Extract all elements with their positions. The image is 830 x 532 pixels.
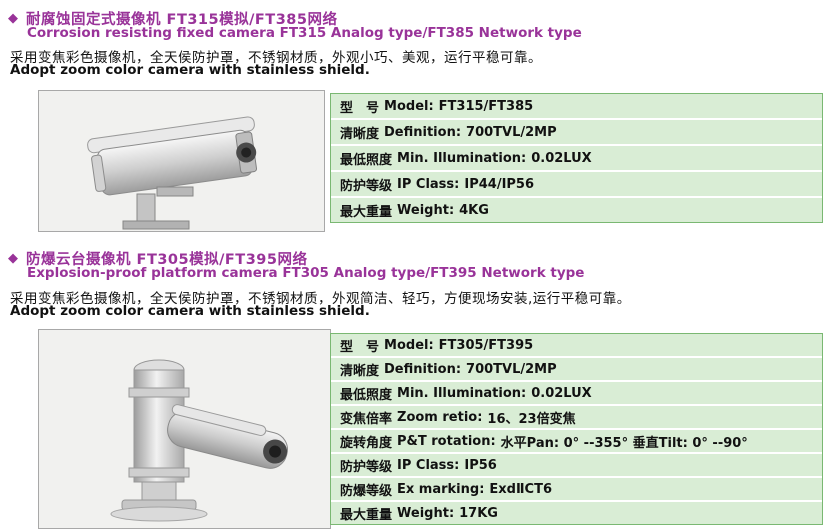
spec-label-zh: 变焦倍率 <box>340 411 393 427</box>
bullet-diamond-icon: ◆ <box>8 11 18 26</box>
spec-label-en: Ex marking: <box>397 481 485 497</box>
product1-title-line: ◆ 耐腐蚀固定式摄像机 FT315模拟/FT385网络 <box>8 8 337 29</box>
spec-label-en: Min. Illumination: <box>397 385 527 401</box>
spec-value: 16、23倍变焦 <box>487 411 576 427</box>
product1-spec-table: 型 号 Model: FT315/FT385 清晰度 Definition: 7… <box>330 93 823 223</box>
spec-label-zh: 型 号 <box>340 339 380 355</box>
spec-label-en: Zoom retio: <box>397 409 483 425</box>
spec-label-zh: 防护等级 <box>340 178 393 194</box>
spec-label-en: Weight: <box>397 505 455 521</box>
spec-label-en: Weight: <box>397 202 455 218</box>
spec-row-ip-class: 防护等级 IP Class: IP56 <box>331 454 822 476</box>
spec-value: 17KG <box>459 505 498 521</box>
spec-label-zh: 最大重量 <box>340 507 393 523</box>
fixed-camera-image <box>39 91 324 231</box>
spec-value: 4KG <box>459 202 489 218</box>
spec-value: FT315/FT385 <box>438 98 534 114</box>
product1-desc-en: Adopt zoom color camera with stainless s… <box>10 62 370 78</box>
spec-value: ExdⅡCT6 <box>489 481 552 497</box>
spec-label-zh: 旋转角度 <box>340 435 393 451</box>
spec-label-zh: 最大重量 <box>340 204 393 220</box>
spec-value: 700TVL/2MP <box>466 361 557 377</box>
spec-label-en: Model: <box>384 337 434 353</box>
spec-row-definition: 清晰度 Definition: 700TVL/2MP <box>331 120 822 144</box>
spec-label-en: Definition: <box>384 124 462 140</box>
spec-row-definition: 清晰度 Definition: 700TVL/2MP <box>331 358 822 380</box>
spec-row-weight: 最大重量 Weight: 17KG <box>331 502 822 524</box>
spec-row-illumination: 最低照度 Min. Illumination: 0.02LUX <box>331 146 822 170</box>
spec-label-en: Definition: <box>384 361 462 377</box>
spec-label-en: P&T rotation: <box>397 433 496 449</box>
spec-value: 水平Pan: 0° --355° 垂直Tilt: 0° --90° <box>500 435 748 451</box>
ptz-camera-image <box>39 330 330 528</box>
product2-photo <box>38 329 331 529</box>
product2-title-line: ◆ 防爆云台摄像机 FT305模拟/FT395网络 <box>8 248 307 269</box>
spec-label-zh: 最低照度 <box>340 152 393 168</box>
spec-label-zh: 清晰度 <box>340 126 380 142</box>
spec-row-model: 型 号 Model: FT305/FT395 <box>331 334 822 356</box>
spec-value: 0.02LUX <box>531 150 592 166</box>
product2-title-zh: 防爆云台摄像机 FT305模拟/FT395网络 <box>26 252 308 268</box>
product2-title-en: Explosion-proof platform camera FT305 An… <box>27 265 585 281</box>
spec-value: IP44/IP56 <box>464 176 535 192</box>
spec-row-zoom-ratio: 变焦倍率 Zoom retio: 16、23倍变焦 <box>331 406 822 428</box>
bullet-diamond-icon: ◆ <box>8 251 18 266</box>
product1-title-zh: 耐腐蚀固定式摄像机 FT315模拟/FT385网络 <box>26 12 338 28</box>
spec-label-zh: 清晰度 <box>340 363 380 379</box>
spec-label-zh: 最低照度 <box>340 387 393 403</box>
spec-label-en: IP Class: <box>397 176 460 192</box>
spec-label-zh: 防护等级 <box>340 459 393 475</box>
spec-row-weight: 最大重量 Weight: 4KG <box>331 198 822 222</box>
product2-desc-zh: 采用变焦彩色摄像机，全天侯防护罩，不锈钢材质，外观简洁、轻巧，方便现场安装,运行… <box>10 291 631 307</box>
spec-row-ex-marking: 防爆等级 Ex marking: ExdⅡCT6 <box>331 478 822 500</box>
spec-row-pt-rotation: 旋转角度 P&T rotation: 水平Pan: 0° --355° 垂直Ti… <box>331 430 822 452</box>
product1-title-en: Corrosion resisting fixed camera FT315 A… <box>27 25 582 41</box>
product1-photo <box>38 90 325 232</box>
spec-label-zh: 型 号 <box>340 100 380 116</box>
spec-row-ip-class: 防护等级 IP Class: IP44/IP56 <box>331 172 822 196</box>
product2-desc-en: Adopt zoom color camera with stainless s… <box>10 303 370 319</box>
spec-row-illumination: 最低照度 Min. Illumination: 0.02LUX <box>331 382 822 404</box>
spec-value: 0.02LUX <box>531 385 592 401</box>
spec-label-en: Min. Illumination: <box>397 150 527 166</box>
spec-value: FT305/FT395 <box>438 337 534 353</box>
spec-value: IP56 <box>464 457 497 473</box>
spec-value: 700TVL/2MP <box>466 124 557 140</box>
spec-row-model: 型 号 Model: FT315/FT385 <box>331 94 822 118</box>
product1-desc-zh: 采用变焦彩色摄像机，全天侯防护罩，不锈钢材质，外观小巧、美观，运行平稳可靠。 <box>10 50 542 66</box>
spec-label-en: Model: <box>384 98 434 114</box>
spec-label-zh: 防爆等级 <box>340 483 393 499</box>
product2-spec-table: 型 号 Model: FT305/FT395 清晰度 Definition: 7… <box>330 333 823 525</box>
spec-label-en: IP Class: <box>397 457 460 473</box>
